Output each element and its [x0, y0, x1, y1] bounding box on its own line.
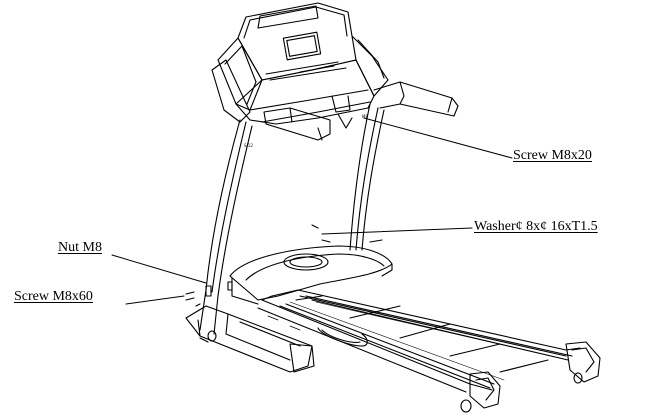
deck [257, 289, 601, 413]
leader-washer [321, 227, 473, 235]
callout-screw-m8x60: Screw M8x60 [14, 289, 93, 304]
base-frame [185, 305, 315, 373]
svg-text:M8: M8 [362, 114, 368, 119]
callout-washer: Washer¢ 8x¢ 16xT1.5 [474, 219, 598, 234]
motor-hood [229, 224, 393, 305]
svg-text:S·12: S·12 [244, 143, 253, 148]
callout-screw-m8x20: Screw M8x20 [513, 148, 592, 163]
leader-nut-m8 [111, 254, 207, 284]
callout-nut-m8: Nut M8 [58, 240, 102, 255]
uprights [199, 103, 385, 335]
console: S·12 M8 [211, 2, 459, 148]
small-hardware [185, 281, 233, 307]
leader-screw-m8x60 [125, 295, 185, 305]
leader-lines [111, 117, 513, 305]
leader-screw-m8x20 [363, 117, 513, 159]
